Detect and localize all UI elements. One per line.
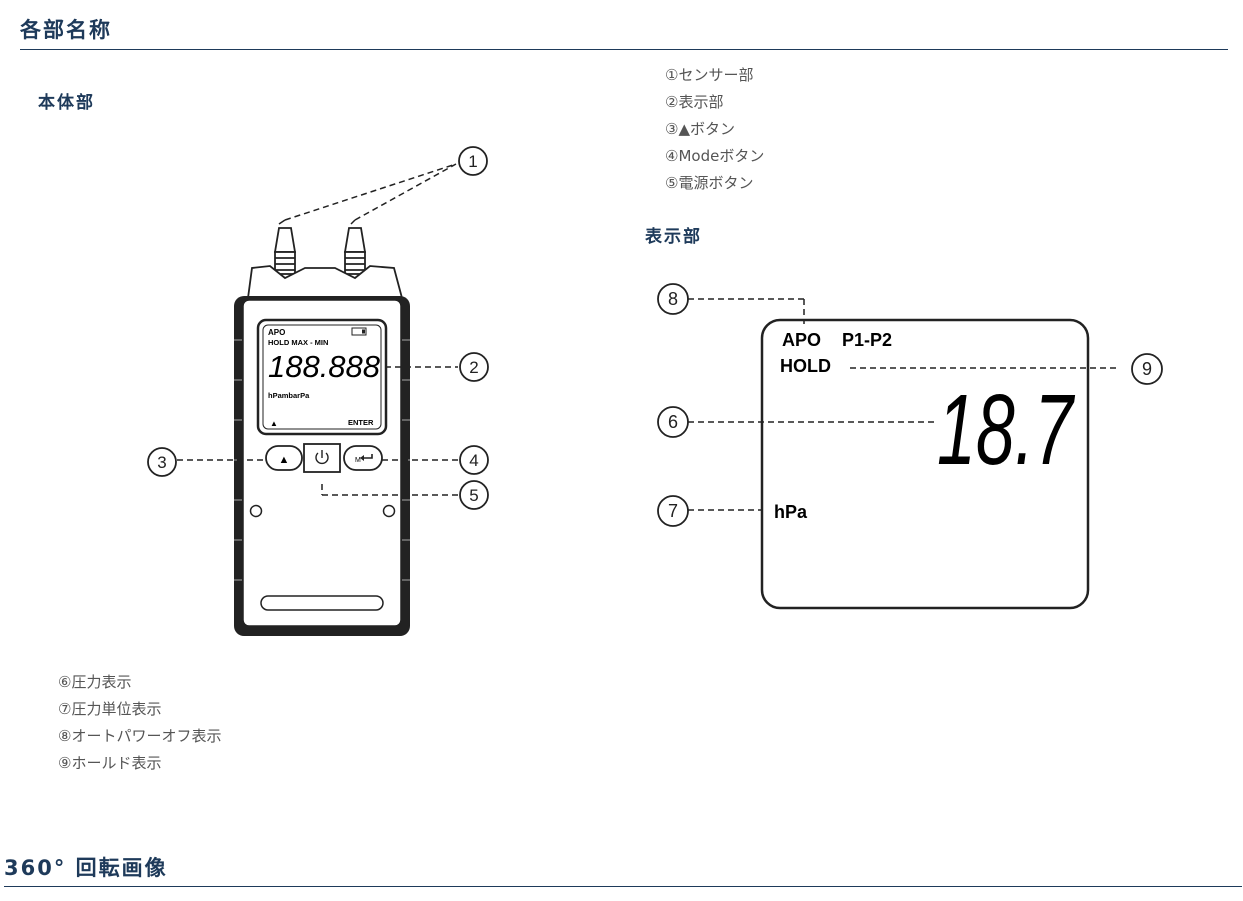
display-apo-label: APO: [782, 330, 821, 350]
subtitle-display: 表示部: [645, 227, 702, 247]
battery-icon: [351, 327, 367, 336]
power-icon: [315, 450, 329, 465]
mode-button[interactable]: M: [343, 445, 383, 471]
legend-item: ⑦圧力単位表示: [58, 700, 162, 718]
legend-item: ③▲ボタン: [665, 120, 735, 138]
mode-button-label: M: [355, 457, 361, 464]
section-rule-bottom: [4, 886, 1242, 887]
legend-display-parts: ⑥圧力表示 ⑦圧力単位表示 ⑧オートパワーオフ表示 ⑨ホールド表示: [58, 669, 221, 777]
display-hold-label: HOLD: [780, 356, 831, 376]
callout-8: 8: [668, 289, 678, 309]
callout-7: 7: [668, 501, 678, 521]
callout-9: 9: [1142, 359, 1152, 379]
display-p1p2-label: P1-P2: [842, 330, 892, 350]
legend-item: ⑤電源ボタン: [665, 174, 754, 192]
legend-item: ⑨ホールド表示: [58, 754, 162, 772]
callout-2: 2: [469, 358, 478, 377]
up-button-label: ▲: [279, 454, 290, 466]
legend-item: ⑥圧力表示: [58, 673, 132, 691]
lcd-units-label: hPambarPa: [268, 391, 310, 400]
device-top-cap: [246, 265, 404, 299]
lcd-hold-label: HOLD MAX - MIN: [268, 338, 328, 347]
enter-icon: [363, 454, 373, 459]
sensor-nozzle-right: [343, 227, 367, 275]
legend-item: ②表示部: [665, 93, 724, 111]
section-title-parts: 各部名称: [20, 18, 112, 42]
battery-cover-slot: [260, 595, 384, 611]
section-rule-top: [20, 49, 1228, 50]
screw-right: [382, 504, 396, 518]
sensor-nozzle-left: [273, 227, 297, 275]
callout-1: 1: [468, 152, 477, 171]
callout-6: 6: [668, 412, 678, 432]
legend-item: ⑧オートパワーオフ表示: [58, 727, 222, 745]
callout-3: 3: [157, 453, 166, 472]
screw-left: [249, 504, 263, 518]
device-diagram: APO HOLD MAX - MIN 188.888 hPambarPa ▲ E…: [147, 146, 489, 636]
callout-5: 5: [469, 486, 478, 505]
subtitle-body: 本体部: [38, 93, 95, 113]
display-frame: [760, 318, 1090, 610]
section-title-360: 360° 回転画像: [4, 856, 168, 880]
display-unit-label: hPa: [774, 502, 808, 522]
legend-body-parts: ①センサー部 ②表示部 ③▲ボタン ④Modeボタン ⑤電源ボタン: [665, 62, 764, 197]
callout-4: 4: [469, 451, 478, 470]
lcd-up-label: ▲: [270, 419, 278, 428]
lcd-enter-label: ENTER: [348, 418, 374, 427]
display-pressure-value: 18.7: [937, 374, 1075, 486]
power-button[interactable]: [303, 443, 341, 473]
device-lcd: [256, 318, 388, 436]
lcd-apo-label: APO: [268, 328, 285, 337]
legend-item: ①センサー部: [665, 66, 754, 84]
lcd-digits: 188.888: [268, 349, 381, 384]
display-diagram: APO P1-P2 HOLD 18.7 hPa 8 9 6 7: [657, 283, 1163, 610]
up-button[interactable]: ▲: [265, 445, 303, 471]
legend-item: ④Modeボタン: [665, 147, 765, 165]
